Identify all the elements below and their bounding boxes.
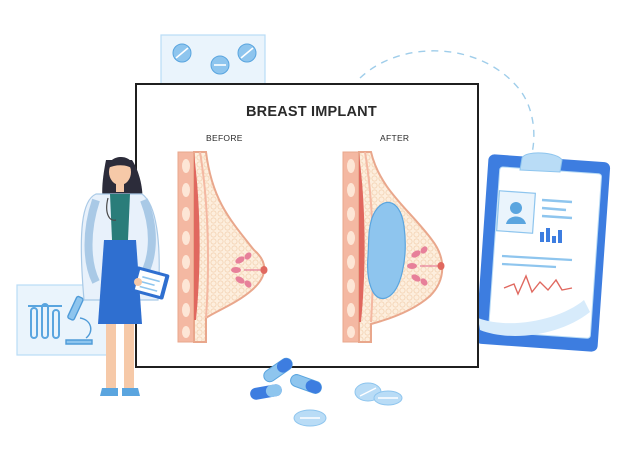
pills-card-icon [160,34,266,88]
medical-report-clipboard-icon [475,152,611,352]
pills-group-icon [250,357,403,427]
after-label: AFTER [380,133,410,143]
dashed-arc [359,50,535,161]
breast-before-cross-section [177,151,268,343]
microscope-icon [16,284,110,356]
diagram-title: BREAST IMPLANT [246,104,377,120]
before-label: BEFORE [206,133,243,143]
doctor-figure [80,157,170,396]
breast-after-cross-section [342,151,445,343]
